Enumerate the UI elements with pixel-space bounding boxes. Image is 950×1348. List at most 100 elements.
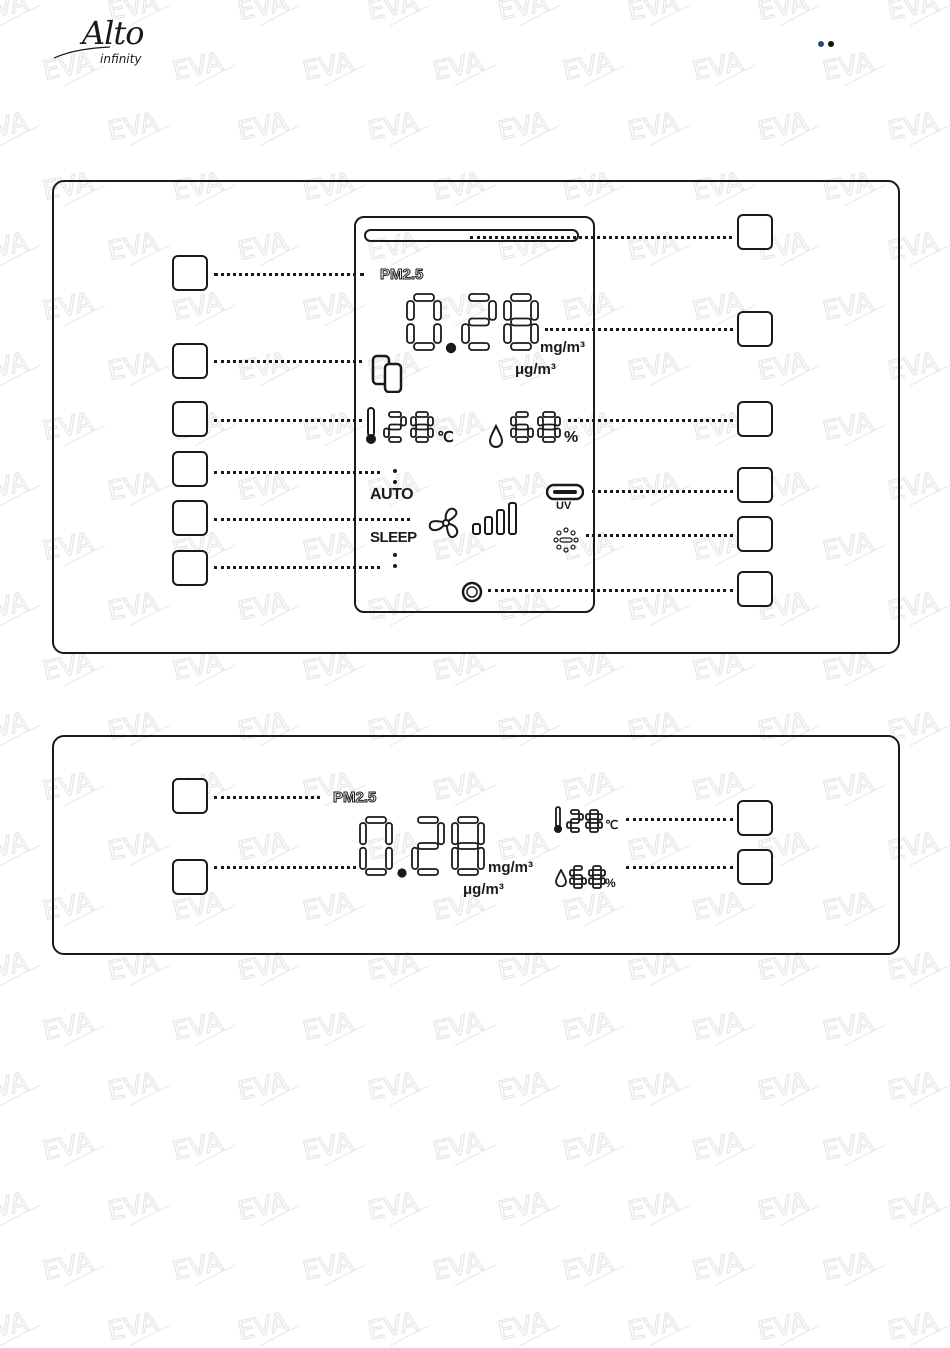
svg-text:EVA: EVA: [300, 1247, 356, 1287]
svg-text:EVA: EVA: [560, 1127, 616, 1167]
unit-ug: μg/m³: [515, 361, 556, 378]
svg-text:EVA: EVA: [820, 1007, 876, 1047]
watermark-mark: EVA: [885, 106, 950, 147]
watermark-mark: EVA: [300, 1006, 366, 1047]
digit-segment: [597, 821, 603, 829]
watermark-mark: EVA: [235, 0, 301, 27]
watermark-mark: EVA: [0, 826, 41, 867]
watermark-mark: EVA: [105, 106, 171, 147]
digit-segment: [510, 317, 532, 327]
watermark-mark: EVA: [755, 106, 821, 147]
callout-line: [214, 796, 320, 799]
watermark-mark: EVA: [0, 946, 41, 987]
watermark-mark: EVA: [430, 1126, 496, 1167]
callout-line: [214, 866, 356, 869]
svg-text:EVA: EVA: [625, 107, 681, 147]
svg-text:EVA: EVA: [690, 1007, 746, 1047]
svg-text:EVA: EVA: [170, 1247, 226, 1287]
watermark-mark: EVA: [560, 46, 626, 87]
digit-segment: [589, 827, 599, 833]
svg-text:EVA: EVA: [820, 47, 876, 87]
svg-text:EVA: EVA: [625, 1067, 681, 1107]
svg-text:EVA: EVA: [820, 1247, 876, 1287]
digit-segment: [427, 427, 434, 438]
digit-segment: [433, 323, 442, 344]
humidity-unit: %: [564, 429, 579, 446]
svg-text:EVA: EVA: [365, 1307, 421, 1347]
digit-segment: [415, 423, 429, 431]
digit-segment: [451, 846, 459, 870]
svg-text:EVA: EVA: [495, 1067, 551, 1107]
decimal-point: [445, 342, 457, 354]
digit-segment: [510, 416, 517, 427]
svg-text:EVA: EVA: [755, 1067, 811, 1107]
unit-mg: mg/m³: [540, 339, 585, 356]
digit-segment: [542, 436, 556, 443]
svg-text:EVA: EVA: [690, 47, 746, 87]
callout-dot: [393, 480, 397, 484]
digit-segment: [461, 323, 470, 344]
full-display-panel: [52, 180, 900, 654]
digit-segment: [589, 809, 599, 815]
digit-segment: [468, 342, 490, 351]
digit-segment: [530, 300, 539, 321]
callout-box-pm-value-compact: [172, 859, 208, 895]
watermark-mark: EVA: [560, 1126, 626, 1167]
digit-segment: [388, 411, 402, 418]
temperature-digits: [383, 411, 434, 443]
digit-segment: [573, 883, 583, 889]
watermark-mark: EVA: [170, 1246, 236, 1287]
svg-text:EVA: EVA: [430, 1127, 486, 1167]
watermark-mark: EVA: [170, 1126, 236, 1167]
digit-segment: [427, 416, 434, 427]
svg-text:EVA: EVA: [40, 1247, 96, 1287]
watermark-mark: EVA: [40, 1126, 106, 1167]
svg-text:EVA: EVA: [495, 1187, 551, 1227]
watermark-mark: EVA: [105, 1066, 171, 1107]
watermark-mark: EVA: [820, 1006, 886, 1047]
callout-box-quality-bar: [737, 214, 773, 250]
fan-speed-bar: [508, 502, 517, 535]
ionizer-dot: [563, 547, 569, 553]
uv-lamp-icon: [546, 483, 584, 501]
watermark-mark: EVA: [755, 1066, 821, 1107]
watermark-mark: EVA: [0, 226, 41, 267]
fan-speed-bar: [484, 516, 493, 535]
watermark-mark: EVA: [885, 1186, 950, 1227]
digit-segment: [581, 877, 587, 885]
ionizer-dot: [563, 527, 569, 533]
watermark-mark: EVA: [885, 1306, 950, 1347]
digit-segment: [457, 868, 479, 876]
humidity-digits-compact: [569, 865, 606, 889]
watermark-mark: EVA: [560, 1246, 626, 1287]
watermark-mark: EVA: [365, 106, 431, 147]
watermark-mark: EVA: [430, 46, 496, 87]
digit-segment: [597, 813, 603, 821]
callout-dot: [393, 553, 397, 557]
watermark-mark: EVA: [690, 1246, 756, 1287]
air-quality-bar: [364, 229, 579, 242]
callout-line: [488, 589, 733, 592]
temperature-unit: ℃: [437, 429, 454, 446]
digit-segment: [385, 822, 393, 846]
temperature-digits-compact: [566, 809, 603, 833]
digit-segment: [588, 877, 594, 885]
svg-text:EVA: EVA: [170, 47, 226, 87]
digit-segment: [417, 816, 439, 824]
ionizer-dot: [573, 537, 579, 543]
watermark-mark: EVA: [885, 0, 950, 27]
digit-segment: [385, 846, 393, 870]
temperature-unit-compact: ℃: [605, 818, 619, 832]
callout-line: [592, 490, 733, 493]
watermark-mark: EVA: [885, 1066, 950, 1107]
watermark-mark: EVA: [755, 1306, 821, 1347]
digit-segment: [600, 877, 606, 885]
callout-line: [214, 360, 362, 363]
watermark-mark: EVA: [170, 1006, 236, 1047]
watermark-mark: EVA: [170, 46, 236, 87]
svg-text:EVA: EVA: [0, 107, 31, 147]
digit-segment: [515, 423, 529, 431]
watermark-mark: EVA: [495, 1066, 561, 1107]
watermark-mark: EVA: [365, 1066, 431, 1107]
callout-line: [586, 534, 733, 537]
